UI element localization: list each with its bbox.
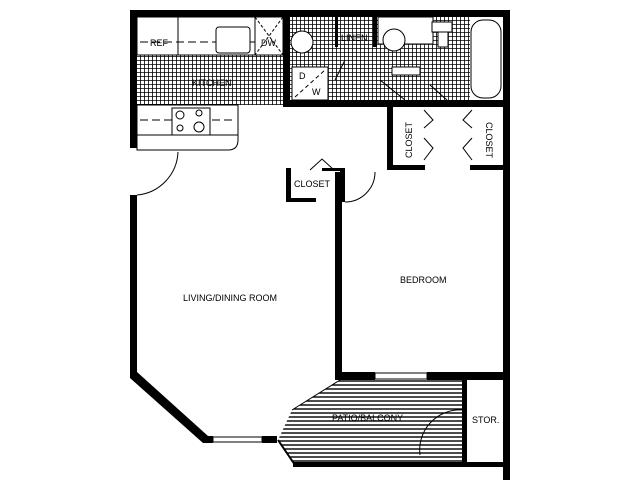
bedroom-label: BEDROOM [400, 275, 447, 285]
patio-label: PATIO/BALCONY [332, 413, 403, 423]
doors [136, 59, 473, 456]
kitchen-floor [137, 55, 285, 105]
washer-label: W [312, 87, 321, 97]
patio-floor [278, 380, 462, 465]
ref-label: REF [150, 38, 169, 48]
window-bedroom [374, 372, 428, 380]
kitchen-label: KITCHEN [192, 78, 232, 88]
closet-bed-right-label: CLOSET [484, 122, 494, 159]
dryer-label: D [299, 71, 306, 81]
kitchen-counter [136, 16, 284, 151]
storage-label: STOR. [472, 415, 499, 425]
window-living [212, 436, 263, 443]
bath-fixtures [290, 16, 502, 101]
living-dining-label: LIVING/DINING ROOM [183, 293, 277, 303]
linen-label: LINEN [341, 33, 368, 43]
dw-label: DW [261, 38, 276, 48]
closet-bed-left-label: CLOSET [404, 121, 414, 158]
walls [130, 10, 510, 480]
closet-entry-label: CLOSET [294, 179, 331, 189]
sink [215, 26, 251, 54]
